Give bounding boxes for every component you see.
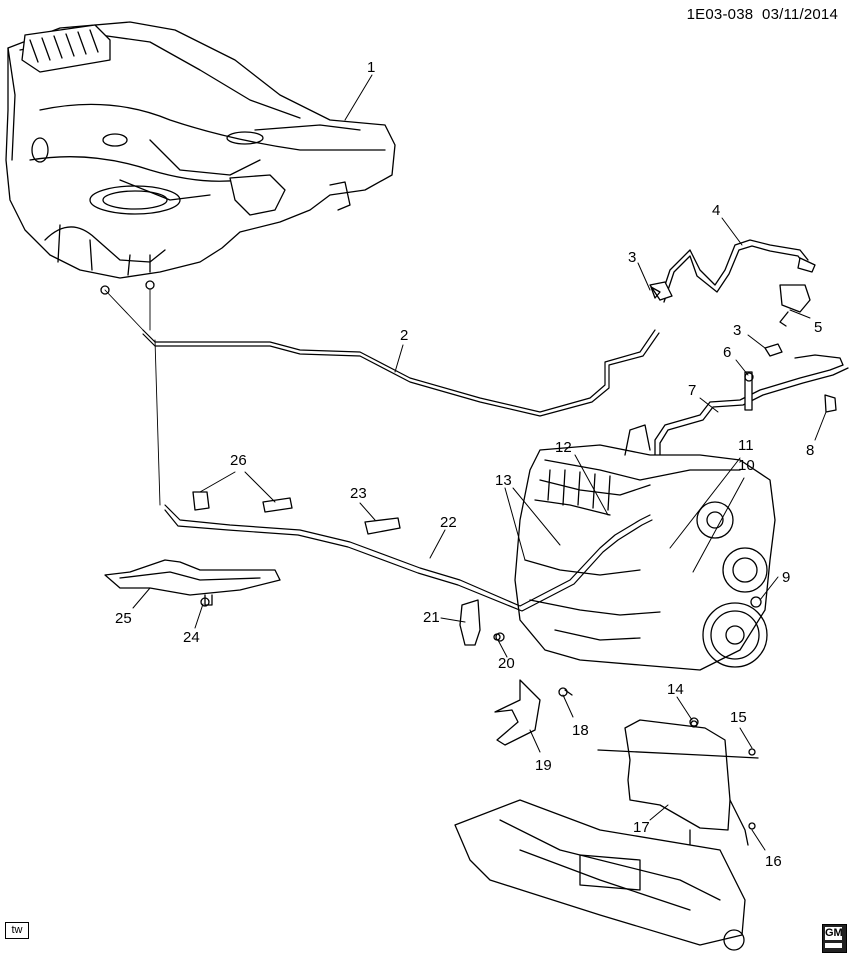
callout-24: 24 [183, 629, 200, 646]
evap-purge-pipe [649, 239, 816, 327]
callout-21: 21 [423, 609, 440, 626]
gm-logo-text: GM [825, 927, 843, 940]
callout-26: 26 [230, 452, 247, 469]
callout-9: 9 [782, 569, 790, 586]
callout-3b: 3 [733, 322, 741, 339]
tw-badge: tw [5, 922, 29, 939]
engine-drawing [514, 424, 776, 671]
callout-10: 10 [738, 457, 755, 474]
fuel-feed-pipe [104, 289, 660, 417]
callout-25: 25 [115, 610, 132, 627]
callout-labels: 1 2 3 4 5 3 6 7 8 12 11 10 26 13 9 23 22… [115, 59, 822, 870]
diagram-header: 1E03-038 03/11/2014 [687, 6, 838, 23]
callout-1: 1 [367, 59, 375, 76]
diagram-date: 03/11/2014 [762, 6, 838, 23]
callout-4: 4 [712, 202, 720, 219]
callout-5: 5 [814, 319, 822, 336]
callout-8: 8 [806, 442, 814, 459]
fuel-tank-drawing [5, 21, 396, 295]
callout-20: 20 [498, 655, 515, 672]
callout-12: 12 [555, 439, 572, 456]
callout-2: 2 [400, 327, 408, 344]
gm-logo: GM [822, 924, 847, 953]
callout-22: 22 [440, 514, 457, 531]
chassis-fuel-pipe [154, 339, 653, 612]
callout-23: 23 [350, 485, 367, 502]
callout-13: 13 [495, 472, 512, 489]
callout-15: 15 [730, 709, 747, 726]
callout-17: 17 [633, 819, 650, 836]
callout-19: 19 [535, 757, 552, 774]
callout-6: 6 [723, 344, 731, 361]
callout-16: 16 [765, 853, 782, 870]
callout-14: 14 [667, 681, 684, 698]
callout-18: 18 [572, 722, 589, 739]
diagram-id: 1E03-038 [686, 6, 754, 23]
leader-lines [132, 74, 827, 851]
callout-3a: 3 [628, 249, 636, 266]
callout-11: 11 [738, 437, 754, 454]
callout-7: 7 [688, 382, 696, 399]
